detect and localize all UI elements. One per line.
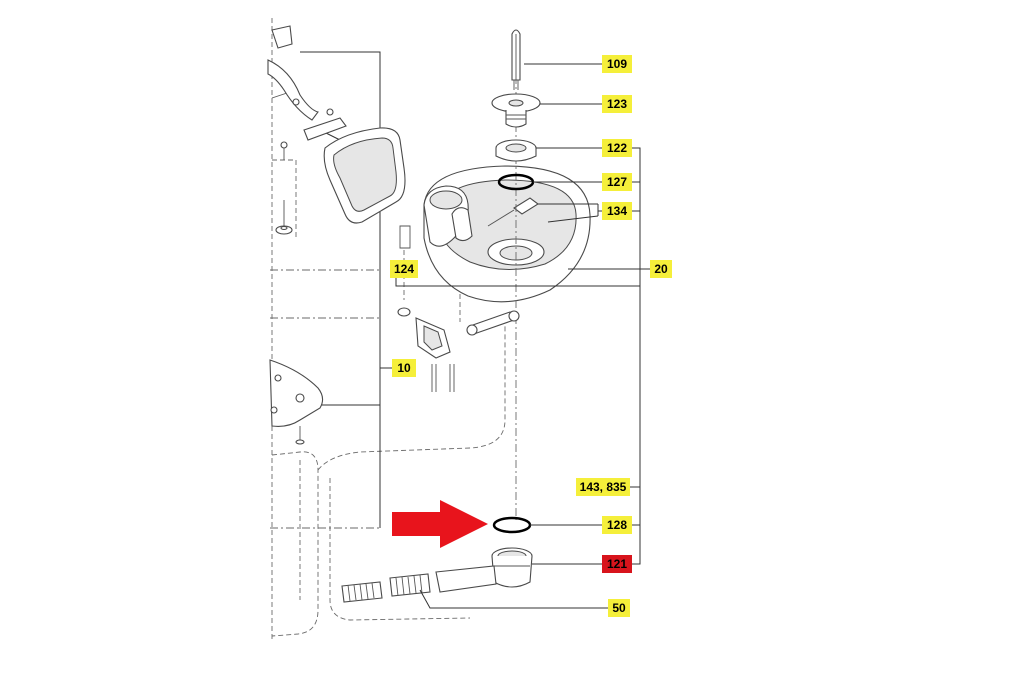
label-143-835: 143, 835	[576, 478, 630, 496]
lock-nut-122	[495, 139, 537, 162]
label-124: 124	[390, 260, 418, 278]
label-109: 109	[602, 55, 632, 73]
label-123: 123	[602, 95, 632, 113]
strainer-123	[491, 93, 541, 128]
svg-text:127: 127	[607, 175, 627, 189]
pointer-arrow	[392, 500, 488, 548]
svg-text:124: 124	[394, 262, 414, 276]
label-10: 10	[392, 359, 416, 377]
mount-bracket-top	[267, 25, 347, 160]
svg-text:121: 121	[607, 557, 627, 571]
label-20: 20	[650, 260, 672, 278]
drain-hose-50	[341, 573, 431, 603]
drain-elbow-121	[435, 547, 533, 593]
label-122: 122	[602, 139, 632, 157]
mounting-plate-lower	[269, 359, 324, 445]
push-rod	[466, 310, 520, 336]
label-127: 127	[602, 173, 632, 191]
svg-text:10: 10	[397, 361, 411, 375]
svg-text:50: 50	[612, 601, 626, 615]
o-ring-128	[492, 516, 532, 534]
svg-text:122: 122	[607, 141, 627, 155]
bubbler-nozzle	[451, 207, 473, 242]
svg-text:143, 835: 143, 835	[580, 480, 627, 494]
mount-screw	[275, 200, 293, 235]
callout-lines	[395, 63, 650, 609]
callout-bracket-10	[300, 51, 392, 528]
svg-text:20: 20	[654, 262, 668, 276]
housing-outline	[270, 18, 506, 640]
label-121: 121	[602, 555, 632, 573]
label-134: 134	[602, 202, 632, 220]
label-50: 50	[608, 599, 630, 617]
label-128: 128	[602, 516, 632, 534]
basin-bowl	[423, 165, 591, 303]
push-button-plate	[323, 127, 406, 224]
svg-text:109: 109	[607, 57, 627, 71]
svg-text:134: 134	[607, 204, 627, 218]
strainer-pin-109	[511, 29, 521, 90]
svg-text:123: 123	[607, 97, 627, 111]
svg-text:128: 128	[607, 518, 627, 532]
